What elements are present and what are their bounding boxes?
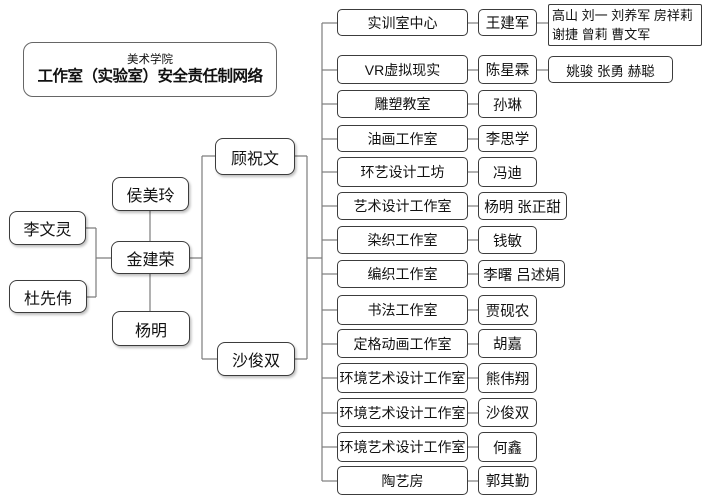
head-box: 李思学: [478, 125, 537, 152]
room-box: VR虚拟现实: [337, 55, 468, 84]
title-box: 美术学院 工作室（实验室）安全责任制网络: [23, 42, 277, 97]
head-box: 陈星霖: [478, 55, 537, 84]
head-box: 何鑫: [478, 432, 537, 462]
person-node-yang-ming: 杨明: [112, 311, 190, 346]
room-box: 油画工作室: [337, 125, 468, 152]
head-box: 孙琳: [478, 90, 537, 118]
person-node-jin-jianrong: 金建荣: [111, 241, 190, 274]
head-box: 胡嘉: [478, 329, 537, 358]
head-box: 钱敏: [478, 226, 537, 254]
room-box: 陶艺房: [337, 466, 468, 495]
title-subtitle: 美术学院: [127, 53, 173, 66]
person-node-sha-junshuang: 沙俊双: [217, 342, 295, 376]
head-box: 李曙 吕述娟: [478, 260, 565, 288]
staff-box: 姚骏 张勇 赫聪: [548, 56, 673, 83]
head-box: 熊伟翔: [478, 363, 537, 393]
head-box: 沙俊双: [478, 398, 537, 427]
room-box: 书法工作室: [337, 295, 468, 325]
room-box: 环境艺术设计工作室: [337, 363, 468, 393]
person-node-du-xianwei: 杜先伟: [9, 280, 87, 313]
head-box: 杨明 张正甜: [478, 192, 567, 220]
room-box: 环境艺术设计工作室: [337, 432, 468, 462]
title-main: 工作室（实验室）安全责任制网络: [37, 68, 263, 85]
room-box: 环境艺术设计工作室: [337, 398, 468, 427]
room-box: 实训室中心: [337, 9, 468, 36]
room-box: 雕塑教室: [337, 90, 468, 118]
room-box: 编织工作室: [337, 260, 468, 288]
room-box: 染织工作室: [337, 226, 468, 254]
room-box: 环艺设计工坊: [337, 157, 468, 187]
room-box: 艺术设计工作室: [337, 192, 468, 220]
room-box: 定格动画工作室: [337, 329, 468, 358]
person-node-li-wenling: 李文灵: [9, 211, 86, 245]
head-box: 贾砚农: [478, 295, 537, 325]
person-node-hou-meiling: 侯美玲: [112, 177, 189, 211]
head-box: 冯迪: [478, 157, 537, 187]
head-box: 王建军: [478, 9, 537, 36]
staff-box: 高山 刘一 刘养军 房祥莉 谢捷 曾莉 曹文军: [548, 4, 702, 46]
head-box: 郭其勤: [478, 466, 537, 495]
person-node-gu-zhuwen: 顾祝文: [215, 138, 295, 175]
